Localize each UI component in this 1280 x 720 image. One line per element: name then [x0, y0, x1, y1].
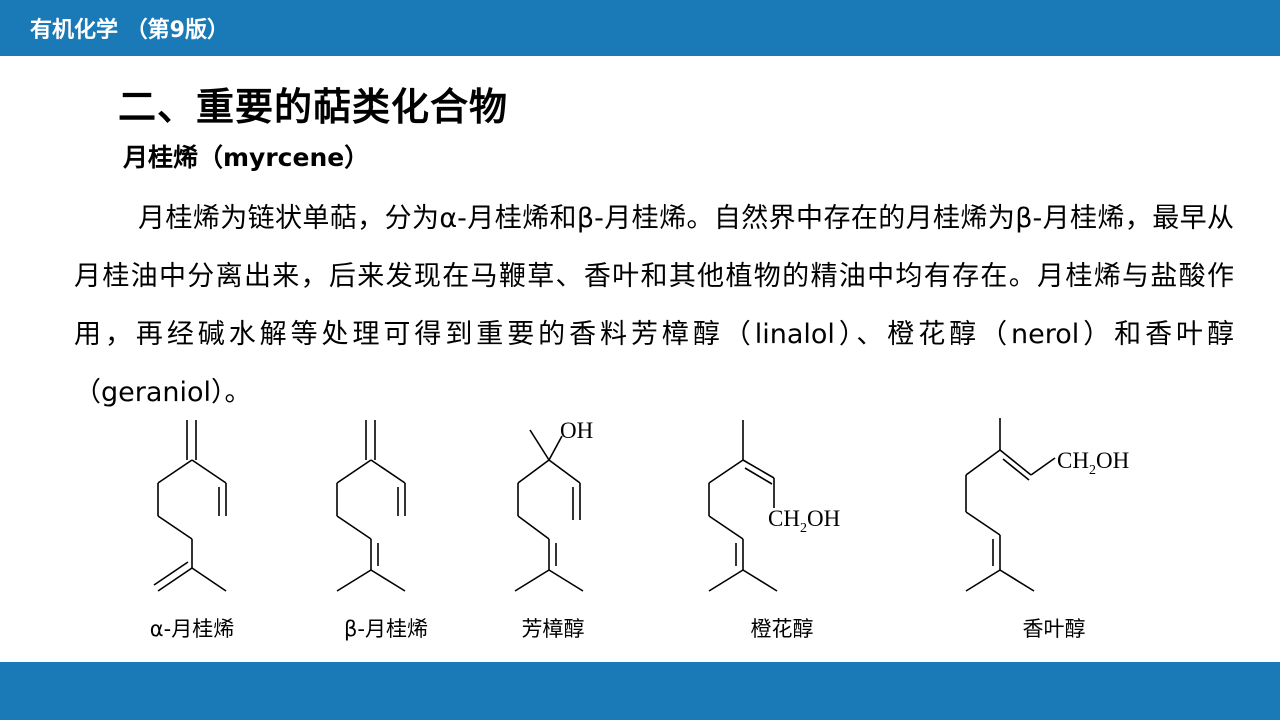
subsection-heading: 月桂烯（myrcene）	[123, 143, 370, 172]
header-bar: 有机化学 （第9版）	[0, 0, 1280, 56]
caption-linalool: 芳樟醇	[522, 617, 585, 641]
footer-bar	[0, 662, 1280, 720]
structure-alpha-myrcene: α-月桂烯	[150, 420, 234, 641]
structure-linalool: OH 芳樟醇	[514, 418, 593, 641]
section-heading: 二、重要的萜类化合物	[118, 85, 509, 129]
course-title: 有机化学 （第9版）	[30, 18, 229, 43]
caption-alpha-myrcene: α-月桂烯	[150, 617, 234, 641]
body-paragraph: 月桂烯为链状单萜，分为α-月桂烯和β-月桂烯。自然界中存在的月桂烯为β-月桂烯，…	[74, 203, 1234, 408]
nerol-ch2oh-label: CH2OH	[768, 506, 840, 536]
caption-geraniol: 香叶醇	[1023, 617, 1086, 641]
structure-geraniol: CH2OH 香叶醇	[965, 418, 1129, 641]
geraniol-ch2oh-label: CH2OH	[1057, 448, 1129, 478]
structure-beta-myrcene: β-月桂烯	[336, 420, 428, 641]
structure-nerol: CH2OH 橙花醇	[708, 420, 840, 641]
caption-beta-myrcene: β-月桂烯	[344, 617, 428, 641]
caption-nerol: 橙花醇	[751, 617, 814, 641]
